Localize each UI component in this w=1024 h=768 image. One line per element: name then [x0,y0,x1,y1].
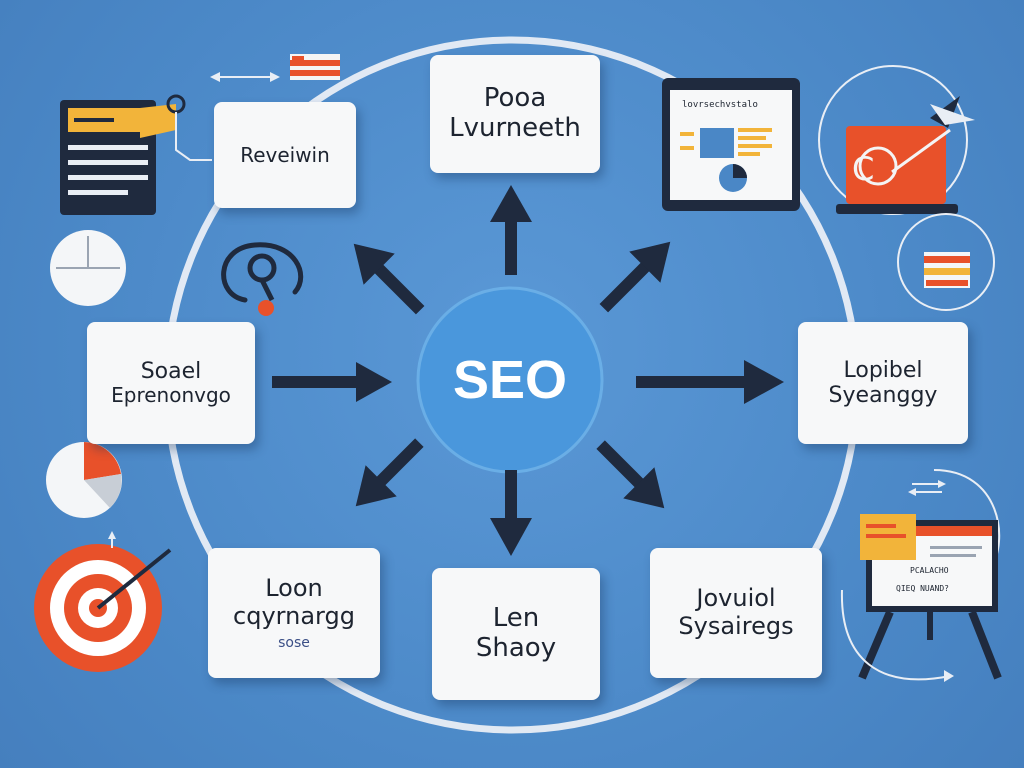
node-title: Lvurneeth [449,113,581,143]
document-icon [60,94,212,215]
node-title: Eprenonvgo [111,383,231,408]
laptop-search-icon: C [818,65,975,215]
node-card-top-left: Reveiwin [214,102,356,208]
node-card-bottom: Len Shaoy [432,568,600,700]
arrow-right [636,360,784,404]
node-title: Sysairegs [678,612,794,640]
hub-label: SEO [452,350,568,410]
node-title: Loon [265,574,323,603]
chat-icon [221,242,304,316]
arrow-up-right [599,241,671,313]
arrows [272,185,784,556]
easel-text-line-2: QIEQ NUAND? [896,584,949,593]
node-title: Len [492,603,540,634]
monitor-heading: lovrsechvstalo [682,100,758,110]
arrow-left [272,362,392,402]
clock-icon [50,230,126,306]
svg-text:C: C [852,150,874,188]
node-card-bottom-right: Jovuiol Sysairegs [650,548,822,678]
node-title: Reveiwin [240,142,330,167]
flag-icon [290,54,340,80]
chart-card-icon [897,213,995,311]
arrow-down [490,470,532,556]
node-title: Pooa [483,83,547,114]
swap-arrow-icon [210,72,280,82]
node-card-right: Lopibel Syeanggy [798,322,968,444]
arrow-down-left [355,438,424,507]
node-title: cqyrnargg [233,601,355,630]
node-title: Lopibel [843,357,923,383]
node-card-bottom-left: Loon cqyrnargg sose [208,548,380,678]
node-card-left: Soael Eprenonvgo [87,322,255,444]
node-title: Shaoy [475,633,557,663]
node-subtitle: sose [278,634,310,651]
easel-text-line-1: PCALACHO [910,566,949,575]
node-card-top: Pooa Lvurneeth [430,55,600,173]
arrow-up-left [353,243,425,315]
hub-circle [418,288,602,472]
easel-presentation-icon [840,469,1002,682]
arrow-up [490,185,532,275]
pie-chart-icon [46,442,122,518]
node-title: Syeanggy [828,383,938,408]
target-icon [34,531,172,672]
node-title: Soael [140,358,202,384]
monitor-chart-icon [662,78,800,211]
arrow-down-right [596,440,665,509]
node-title: Jovuiol [696,584,776,613]
